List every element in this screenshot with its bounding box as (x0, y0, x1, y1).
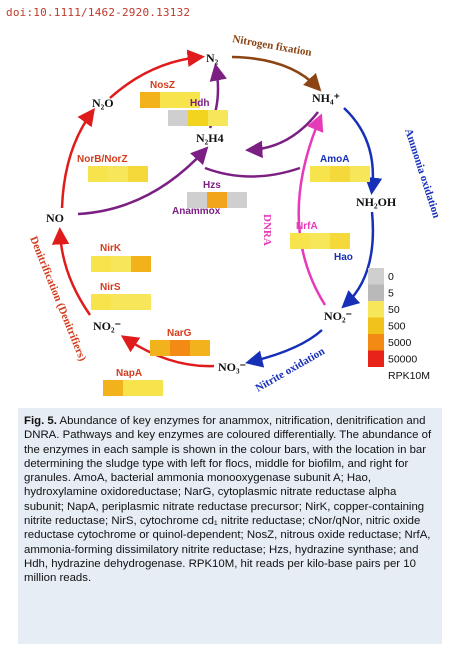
enzyme-bar-napa-flocs (103, 380, 123, 396)
enzyme-bar-hdh-flocs (168, 110, 188, 126)
enzyme-label-nrfa: NrfA (296, 221, 318, 232)
enzyme-bar-nrfa-biofilm (310, 233, 330, 249)
node-n2o: N₂O (92, 96, 114, 110)
arrow-no3-to-no2 (120, 335, 215, 368)
enzyme-label-anammox: Anammox (172, 206, 221, 217)
enzyme-bar-narg-flocs (150, 340, 170, 356)
arrow-dnra (297, 113, 327, 306)
legend-swatch-5000 (368, 334, 384, 351)
arrow-n2o-to-n2 (109, 49, 205, 99)
legend-label-500: 500 (388, 321, 406, 333)
enzyme-bar-nirk-granules (131, 256, 151, 272)
enzyme-label-narg: NarG (167, 328, 192, 339)
arrow-nh2oh-to-no2 (341, 211, 375, 309)
enzyme-label-hao: Hao (334, 252, 353, 263)
label-ammonia-oxidation: Ammonia oxidation (402, 127, 442, 219)
enzyme-bar-hdh-granules (208, 110, 228, 126)
enzyme-bar-norb-norz-flocs (88, 166, 108, 182)
label-nitrite-oxidation: Nitrite oxidation (254, 345, 327, 394)
enzyme-label-nirk: NirK (100, 243, 122, 254)
legend-label-50: 50 (388, 304, 400, 316)
enzyme-label-norb-norz: NorB/NorZ (77, 154, 128, 165)
enzyme-bar-napa-biofilm (123, 380, 143, 396)
label-nitrogen-fixation: Nitrogen fixation (231, 33, 312, 59)
legend-label-5: 5 (388, 288, 394, 300)
enzyme-label-napa: NapA (116, 368, 142, 379)
node-nh4: NH₄⁺ (312, 91, 340, 105)
enzyme-bar-norb-norz-granules (128, 166, 148, 182)
nitrogen-cycle-figure: N₂ NH₄⁺ N₂O N₂H4 NO NH₂OH NO₂⁻ NO₂⁻ NO₃⁻… (27, 33, 442, 396)
node-no3: NO₃⁻ (218, 360, 246, 374)
enzyme-bar-nirk-flocs (91, 256, 111, 272)
legend-swatch-50 (368, 301, 384, 318)
node-nh2oh: NH₂OH (356, 195, 397, 209)
arrow-n2h4-to-no2 (204, 166, 301, 178)
enzyme-bar-nosz-biofilm (160, 92, 180, 108)
legend-label-50000: 50000 (388, 354, 417, 366)
legend-swatch-50000 (368, 350, 384, 367)
enzyme-bar-amoa-granules (350, 166, 370, 182)
caption-text: Abundance of key enzymes for anammox, ni… (24, 415, 432, 585)
legend-swatch-0 (368, 268, 384, 285)
label-dnra: DNRA (261, 214, 273, 246)
enzyme-bar-nirk-biofilm (111, 256, 131, 272)
arrow-no2-to-no3 (245, 329, 323, 368)
arrow-no-to-n2o (60, 107, 95, 209)
node-n2: N₂ (206, 51, 219, 65)
enzyme-bar-hzs-biofilm (207, 192, 227, 208)
arrow-nitrogen-fixation (231, 55, 322, 92)
node-no: NO (46, 211, 64, 225)
node-no2-right: NO₂⁻ (324, 309, 352, 323)
node-n2h4: N₂H4 (196, 131, 224, 145)
enzyme-bar-nrfa-flocs (290, 233, 310, 249)
enzyme-bar-napa-granules (143, 380, 163, 396)
enzyme-bar-norb-norz-biofilm (108, 166, 128, 182)
doi-header: doi:10.1111/1462-2920.13132 (6, 6, 191, 19)
enzyme-bar-hzs-granules (227, 192, 247, 208)
enzyme-bar-nrfa-granules (330, 233, 350, 249)
enzyme-bar-nirs-granules (131, 294, 151, 310)
enzyme-label-amoa: AmoA (320, 154, 349, 165)
enzyme-bar-nosz-granules (180, 92, 200, 108)
node-no2-left: NO₂⁻ (93, 319, 121, 333)
enzyme-bar-nirs-biofilm (111, 294, 131, 310)
enzyme-label-hdh: Hdh (190, 98, 209, 109)
enzyme-bar-amoa-biofilm (330, 166, 350, 182)
figure-caption: Fig. 5. Abundance of key enzymes for ana… (24, 414, 438, 586)
legend-label-0: 0 (388, 271, 394, 283)
enzyme-label-hzs: Hzs (203, 180, 221, 191)
enzyme-label-nirs: NirS (100, 282, 121, 293)
enzyme-bar-amoa-flocs (310, 166, 330, 182)
enzyme-label-nosz: NosZ (150, 80, 175, 91)
caption-label: Fig. 5. (24, 415, 57, 427)
enzyme-bar-narg-biofilm (170, 340, 190, 356)
arrow-no2-to-no (51, 227, 92, 316)
enzyme-bar-hzs-flocs (187, 192, 207, 208)
enzyme-bar-nirs-flocs (91, 294, 111, 310)
arrow-nh4-to-nh2oh (343, 107, 383, 195)
enzyme-bar-hdh-biofilm (188, 110, 208, 126)
enzyme-bar-nosz-flocs (140, 92, 160, 108)
legend-unit: RPK10M (388, 370, 430, 382)
caption-background (18, 408, 442, 644)
enzyme-bar-narg-granules (190, 340, 210, 356)
legend-swatch-500 (368, 317, 384, 334)
arrow-no-to-n2h4 (77, 146, 209, 216)
legend-swatch-5 (368, 284, 384, 301)
arrow-nh4-to-n2h4 (245, 111, 319, 159)
legend-label-5000: 5000 (388, 337, 412, 349)
